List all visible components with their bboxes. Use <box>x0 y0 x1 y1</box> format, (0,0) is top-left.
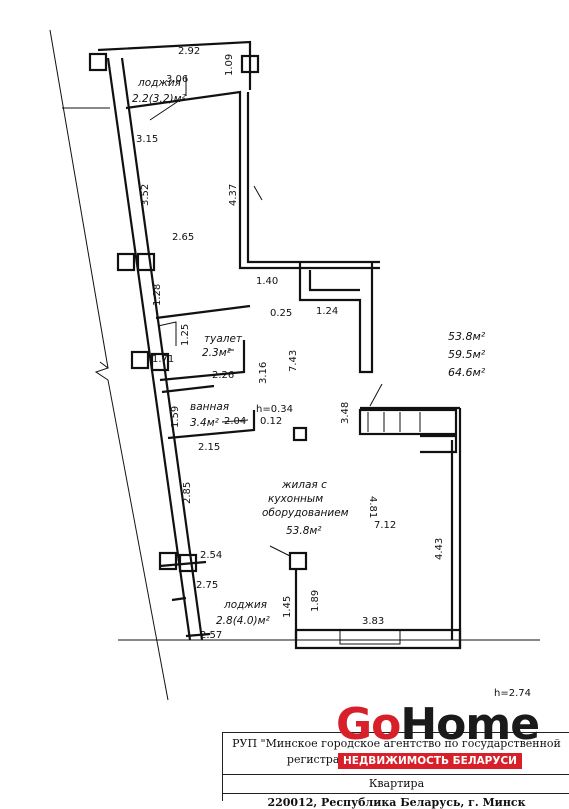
column-north-2 <box>136 252 156 272</box>
living-room-name-1: жилая с <box>281 479 327 491</box>
living-room-area: 53.8м² <box>286 525 322 537</box>
logo-go: Go <box>336 699 401 750</box>
column-south <box>158 551 178 571</box>
column-mid <box>130 350 150 370</box>
dim-label: 2.85 <box>182 482 193 504</box>
toilet-fixture <box>157 321 177 346</box>
dim-label: 3.48 <box>340 402 351 424</box>
loggia-bottom-name: лоджия <box>223 599 267 611</box>
service-shaft <box>298 262 374 374</box>
leader-bath-area <box>221 419 249 423</box>
total-living-area: 53.8м² <box>448 330 486 343</box>
dim-label: 1.25 <box>180 324 191 346</box>
dim-label: 2.15 <box>198 442 220 453</box>
dim-label: 1.24 <box>316 306 338 317</box>
facade-line-upper <box>49 29 109 369</box>
toilet-name: туалет <box>204 333 243 345</box>
living-room-name-2: кухонным <box>268 493 323 505</box>
dim-label: 4.81 <box>367 496 378 518</box>
bath-wall-top <box>161 384 215 394</box>
dim-label: 2.57 <box>200 630 222 641</box>
facade-line-lower <box>107 379 169 701</box>
dim-label: 1.45 <box>282 596 293 618</box>
loggia-top-name: лоджия <box>137 77 181 89</box>
east-niche <box>420 434 458 454</box>
gohome-logo: GoHome НЕДВИЖИМОСТЬ БЕЛАРУСИ <box>336 699 540 776</box>
total-area-with-loggias: 64.6м² <box>448 366 486 379</box>
dim-label: 1.28 <box>152 284 163 306</box>
dim-label: 2.04 <box>224 416 246 427</box>
south-wall <box>294 628 462 650</box>
loggia-bottom-wall-bottom <box>185 632 211 638</box>
dim-label: 2.26 <box>212 370 234 381</box>
ventilation-duct <box>292 426 308 442</box>
dim-label: 4.43 <box>434 538 445 560</box>
ceiling-height: h=2.74 <box>494 688 531 699</box>
facade-break-mark <box>94 361 110 381</box>
stamp-line-1: РУП "Минское городское агентство по госу… <box>232 737 561 750</box>
dim-label: 1.59 <box>170 406 181 428</box>
toilet-wall-top <box>155 304 251 320</box>
dim-label: 3.16 <box>258 362 269 384</box>
logo-wordmark: GoHome <box>336 699 540 750</box>
dim-label: 4.37 <box>228 184 239 206</box>
loggia-top-column-right <box>240 54 260 74</box>
leader-4-37 <box>253 185 263 201</box>
toilet-area: 2.3м² <box>202 347 232 359</box>
dim-label: 1.40 <box>256 276 278 287</box>
bath-wall-bottom <box>167 410 256 440</box>
corridor-wall-north-inner <box>246 92 380 264</box>
living-room-name-3: оборудованием <box>262 507 349 519</box>
total-general-area: 59.5м² <box>448 348 486 361</box>
balcony-door-swing <box>269 545 291 557</box>
dim-label: 1.71 <box>152 354 174 365</box>
logo-tagline: НЕДВИЖИМОСТЬ БЕЛАРУСИ <box>338 753 522 769</box>
dim-label: 2.54 <box>200 550 222 561</box>
dim-label: h=0.34 <box>256 404 293 415</box>
east-windows-block <box>358 408 458 436</box>
entry-door-swing <box>369 383 383 407</box>
logo-home: Home <box>400 699 540 750</box>
loggia-top-door-arc <box>149 99 181 121</box>
dim-label: 0.12 <box>260 416 282 427</box>
toilet-wall-bottom <box>159 340 246 382</box>
dim-label: 1.09 <box>224 54 235 76</box>
dim-label: 7.43 <box>288 350 299 372</box>
dim-label: 3.52 <box>140 184 151 206</box>
service-shaft-inner <box>308 270 360 292</box>
column-mid-2 <box>150 352 170 372</box>
column-south-3 <box>288 551 308 571</box>
dim-label: 0.25 <box>270 308 292 319</box>
dim-label: 1.89 <box>310 590 321 612</box>
stamp-line-4: 220012, Республика Беларусь, г. Минск <box>223 793 569 809</box>
loggia-top-walls <box>97 40 252 90</box>
bath-name: ванная <box>190 401 229 413</box>
dim-label: 3.15 <box>136 134 158 145</box>
loggia-top-column-left <box>88 52 108 72</box>
corridor-wall-north <box>125 90 380 270</box>
exterior-wall-outer <box>106 57 192 641</box>
dim-label: 2.75 <box>196 580 218 591</box>
dim-label: 7.12 <box>374 520 396 531</box>
loggia-bottom-area: 2.8(4.0)м² <box>216 615 271 627</box>
dim-label: 3.06 <box>166 74 188 85</box>
dim-label: 2.65 <box>172 232 194 243</box>
dim-label: 2.92 <box>178 46 200 57</box>
stamp-line-3: Квартира <box>223 774 569 790</box>
loggia-top-area: 2.2(3.2)м² <box>132 93 187 105</box>
exterior-wall-inner <box>120 57 204 641</box>
dim-label: 3.83 <box>362 616 384 627</box>
loggia-bottom-wall-mid <box>171 596 187 602</box>
bath-area: 3.4м² <box>190 417 220 429</box>
column-north <box>116 252 136 272</box>
loggia-bottom-wall-top <box>159 560 207 568</box>
south-window <box>339 629 401 645</box>
